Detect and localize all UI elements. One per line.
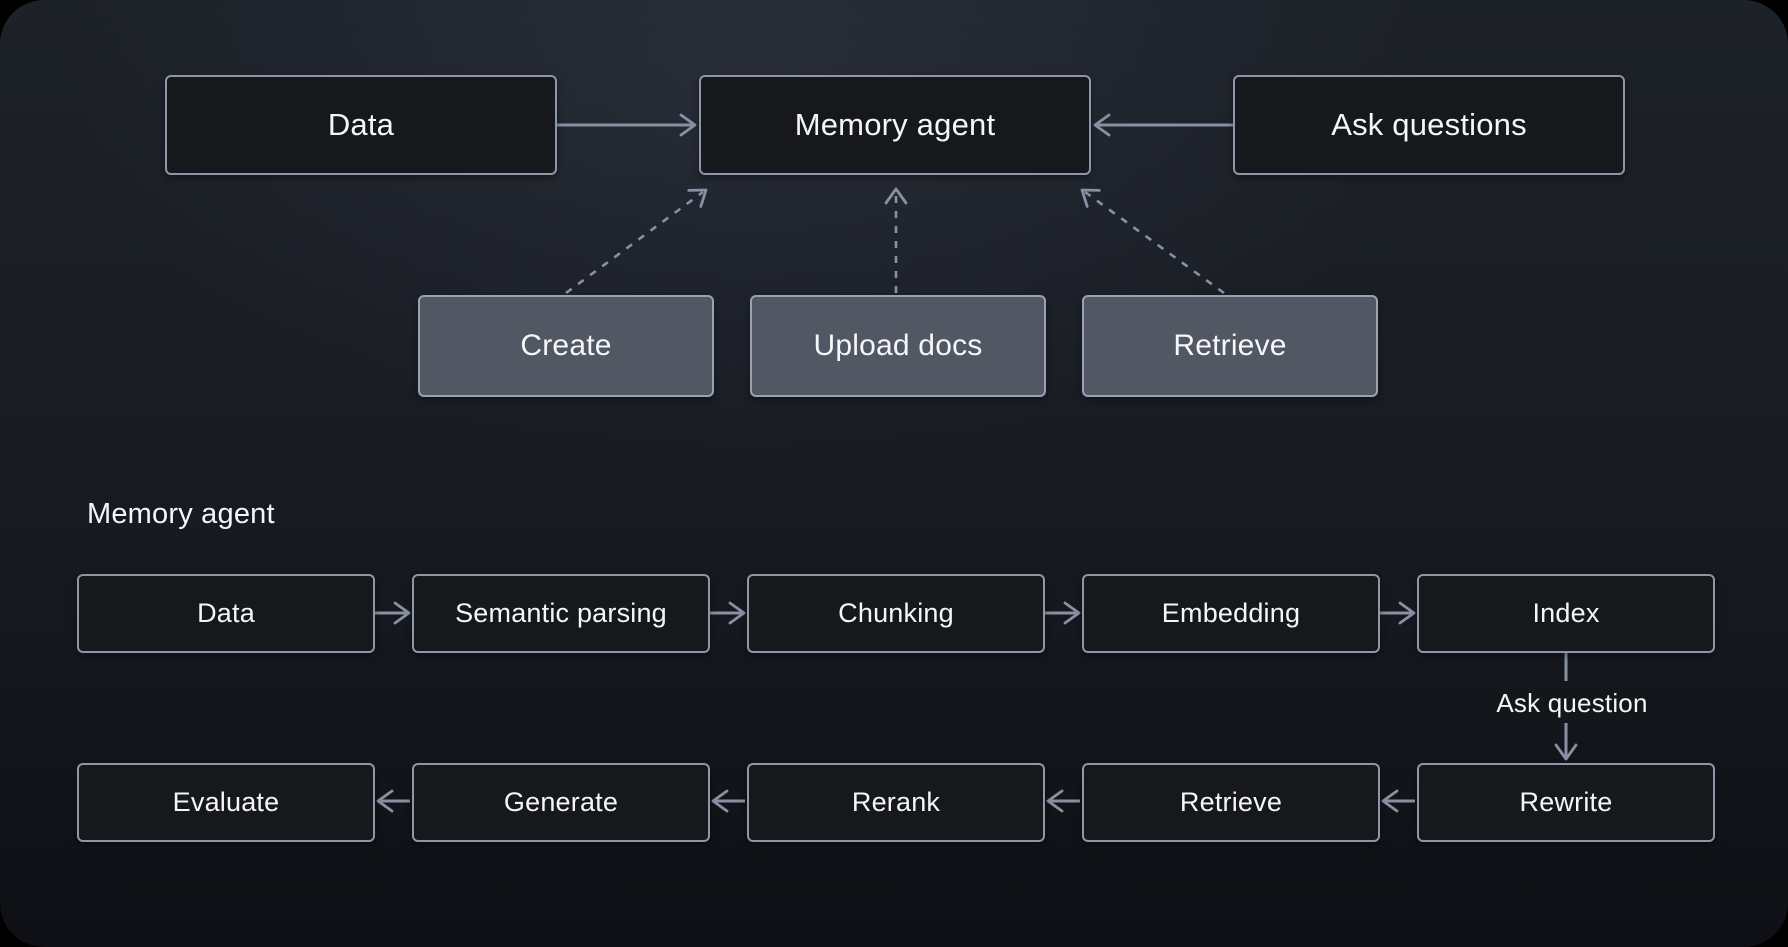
action-create: Create [418,295,714,397]
arrow-step-data-to-semantic-parsing [375,601,411,625]
arrow-retrieve-to-memory-agent [1080,188,1225,295]
step-data: Data [77,574,375,653]
arrow-create-to-memory-agent [565,188,708,295]
arrow-data-to-memory-agent [557,113,697,137]
label-ask-question: Ask question [1496,688,1648,718]
step-chunking: Chunking [747,574,1045,653]
arrow-rerank-to-generate [711,789,745,813]
node-ask-questions: Ask questions [1233,75,1625,175]
step-rerank: Rerank [747,763,1045,842]
action-upload-docs: Upload docs [750,295,1046,397]
arrow-chunking-to-embedding [1045,601,1081,625]
node-memory-agent: Memory agent [699,75,1091,175]
arrow-generate-to-evaluate [376,789,410,813]
step-evaluate: Evaluate [77,763,375,842]
step-rewrite: Rewrite [1417,763,1715,842]
step-generate: Generate [412,763,710,842]
arrow-semantic-parsing-to-chunking [710,601,746,625]
section-label-memory-agent: Memory agent [87,498,275,530]
action-retrieve: Retrieve [1082,295,1378,397]
arrow-retrieve-to-rerank [1046,789,1080,813]
arrow-rewrite-to-retrieve [1381,789,1415,813]
arrow-embedding-to-index [1380,601,1416,625]
step-index: Index [1417,574,1715,653]
arrow-ask-questions-to-memory-agent [1093,113,1233,137]
step-semantic-parsing: Semantic parsing [412,574,710,653]
step-embedding: Embedding [1082,574,1380,653]
arrow-upload-docs-to-memory-agent [884,187,908,293]
step-retrieve: Retrieve [1082,763,1380,842]
node-data-source: Data [165,75,557,175]
